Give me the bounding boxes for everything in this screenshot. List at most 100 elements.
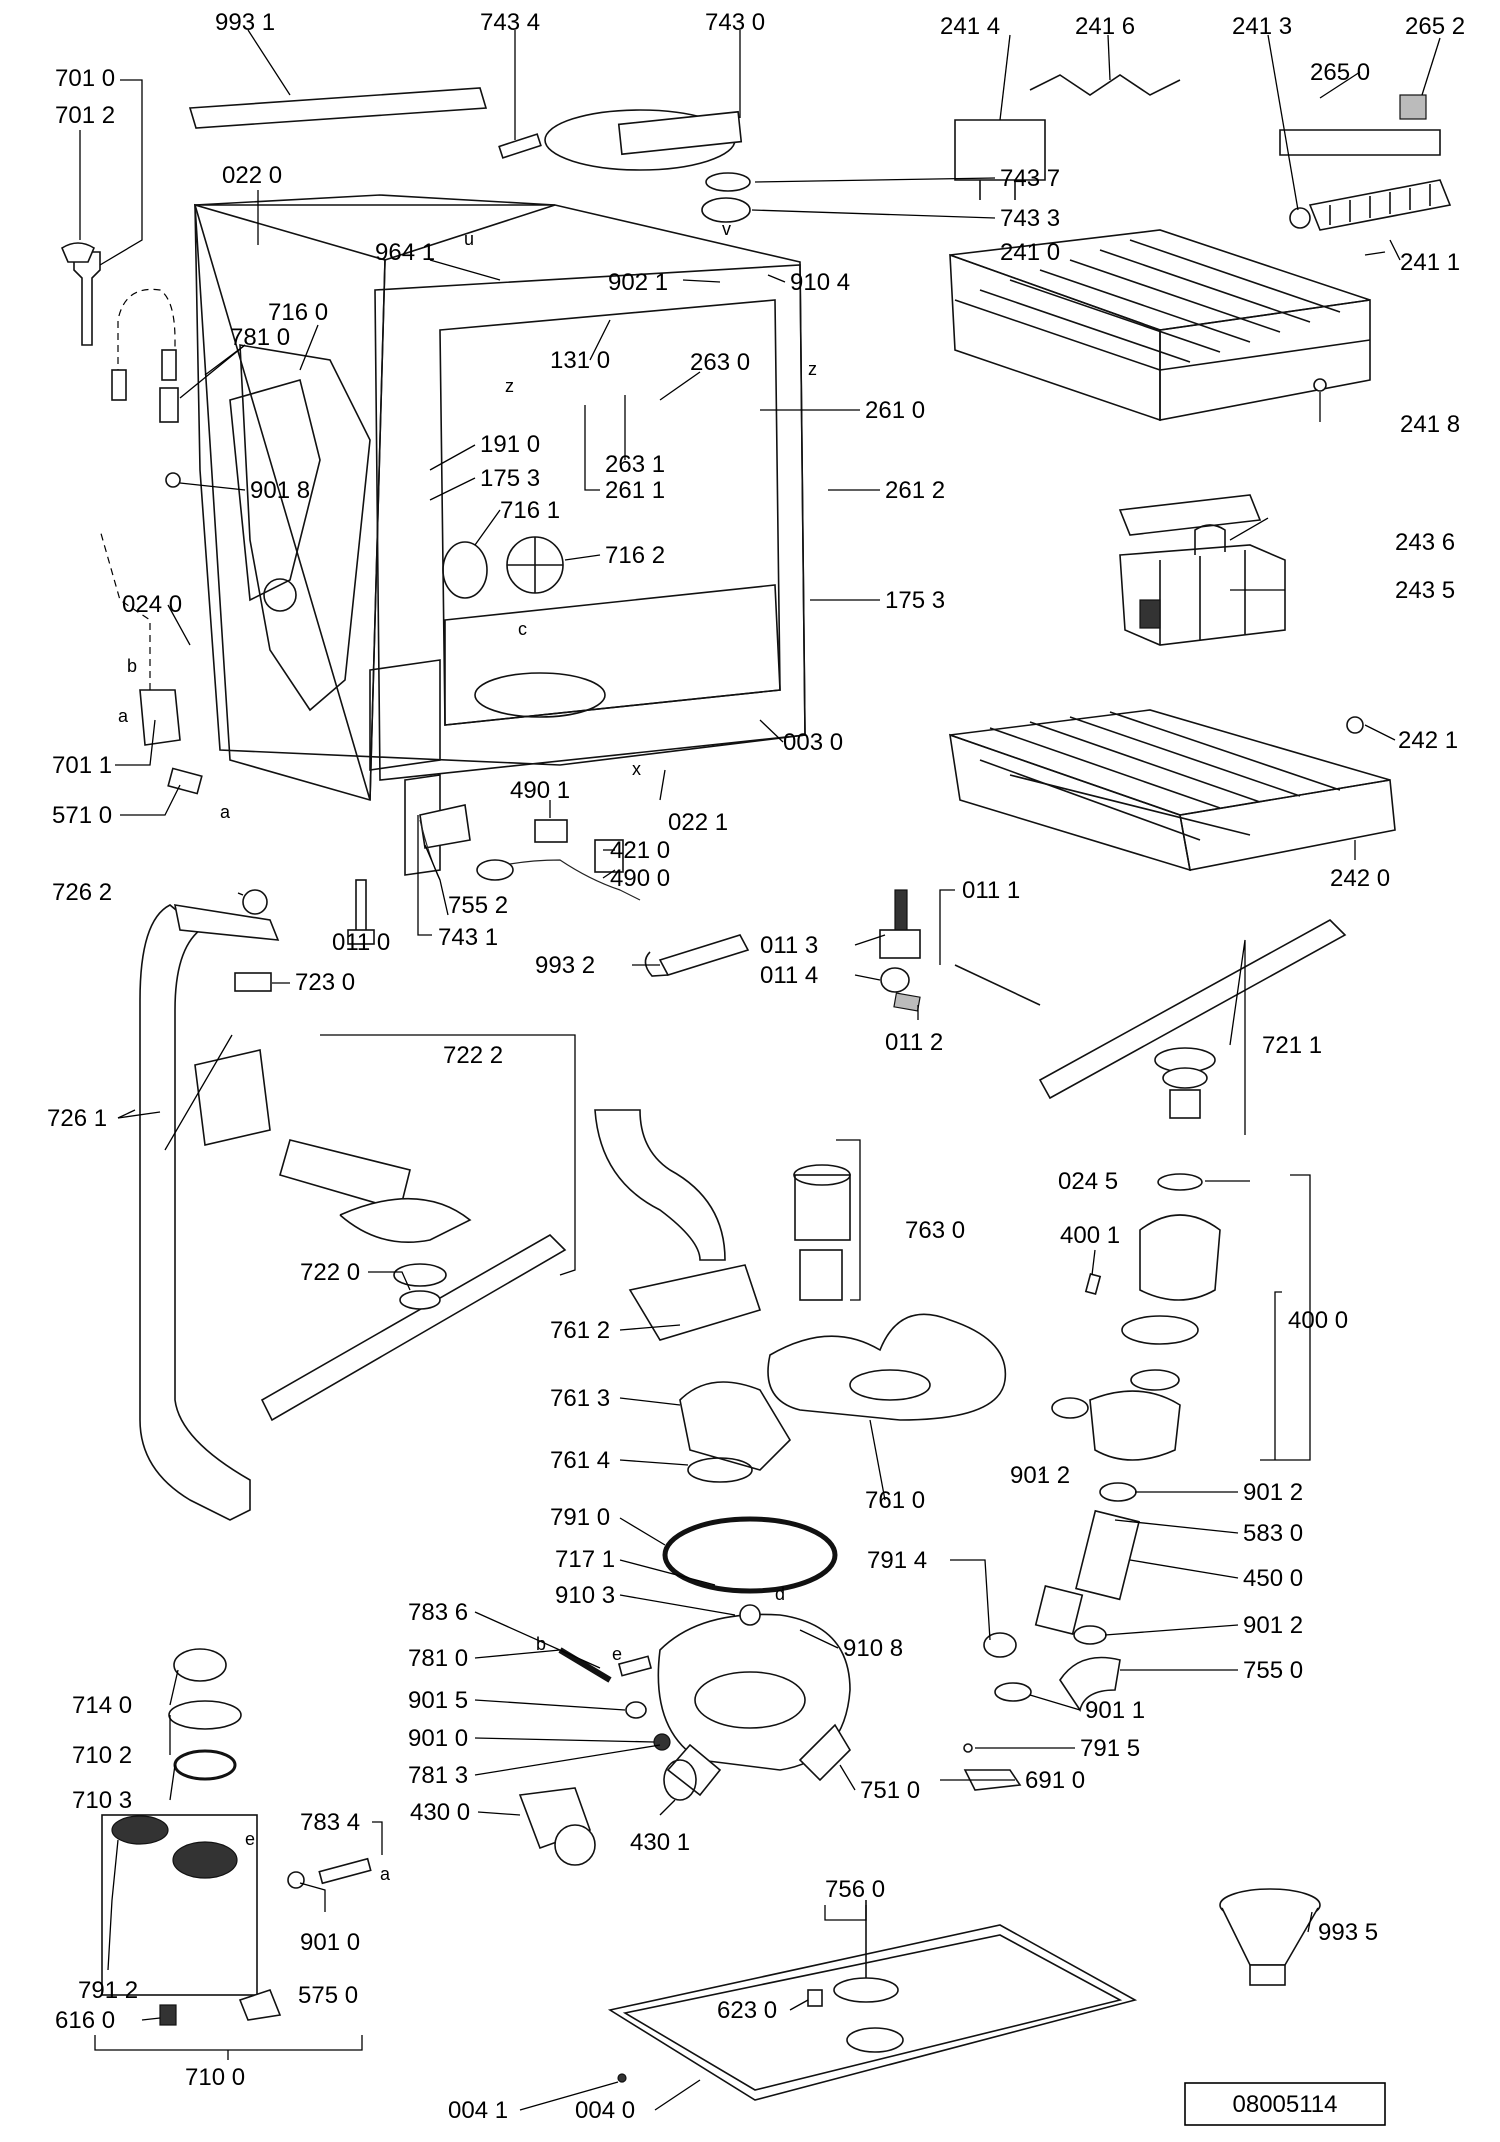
part-label: 783 6 bbox=[408, 1599, 468, 1626]
tube-part bbox=[117, 288, 176, 388]
marker-letter: a bbox=[220, 802, 231, 822]
clamp-ring-part bbox=[701, 197, 751, 223]
part-label: 701 1 bbox=[52, 752, 112, 779]
marker-letter: a bbox=[380, 1864, 391, 1884]
gasket-761-part bbox=[687, 1457, 753, 1483]
screw-head-part bbox=[347, 929, 375, 945]
spray-base-part bbox=[679, 1381, 792, 1471]
cutlery-basket-icon bbox=[1118, 494, 1286, 646]
part-label: 722 0 bbox=[300, 1259, 360, 1286]
drawing-layer bbox=[60, 74, 1452, 2101]
marker-letter: u bbox=[464, 229, 474, 249]
part-616-part bbox=[159, 2004, 177, 2026]
rack-hook-part bbox=[954, 119, 1046, 181]
screw-011-part bbox=[355, 879, 367, 936]
part-label: 011 4 bbox=[760, 962, 818, 989]
gasket-710-3-part bbox=[173, 1749, 237, 1781]
part-label: 004 0 bbox=[575, 2097, 635, 2124]
part-label: 583 0 bbox=[1243, 1520, 1303, 1547]
clamp-901-part bbox=[1099, 1482, 1137, 1502]
part-label: 761 4 bbox=[550, 1447, 610, 1474]
part-label: 241 0 bbox=[1000, 239, 1060, 266]
part-label: 755 2 bbox=[448, 892, 508, 919]
marker-letter: x bbox=[632, 759, 641, 779]
part-label: 901 8 bbox=[250, 477, 310, 504]
comb-part bbox=[1308, 179, 1452, 231]
part-labels: 993 1 743 4 743 0 241 4 241 6 241 3 265 … bbox=[47, 9, 1465, 2124]
part-label: 241 4 bbox=[940, 13, 1000, 40]
dispenser-well-part bbox=[172, 1841, 238, 1879]
spray-arm-icon bbox=[260, 1234, 567, 1422]
marker-letter: d bbox=[775, 1584, 785, 1604]
leader-lines bbox=[79, 29, 1441, 2111]
wire-basket-icon bbox=[949, 709, 1396, 872]
dispenser-well-part bbox=[111, 1815, 169, 1845]
part-label: 261 0 bbox=[865, 397, 925, 424]
funnel-icon bbox=[1219, 1888, 1321, 1986]
screw-part bbox=[165, 472, 181, 488]
nut-part bbox=[242, 889, 268, 915]
part-label: 901 5 bbox=[408, 1687, 468, 1714]
clamp-901-part bbox=[1073, 1625, 1107, 1645]
part-label: 763 0 bbox=[905, 1217, 965, 1244]
part-label: 721 1 bbox=[1262, 1032, 1322, 1059]
float-disc-part bbox=[846, 2027, 904, 2053]
spray-arm-icon bbox=[1038, 919, 1347, 1119]
marker-letter: e bbox=[245, 1829, 255, 1849]
part-label: 791 2 bbox=[78, 1977, 138, 2004]
part-label: 723 0 bbox=[295, 969, 355, 996]
part-label: 761 0 bbox=[865, 1487, 925, 1514]
small-clip-part bbox=[1084, 1273, 1102, 1295]
part-label: 901 2 bbox=[1010, 1462, 1070, 1489]
sensor-part bbox=[534, 819, 568, 843]
base-frame-part bbox=[607, 1924, 1138, 2101]
part-label: 743 7 bbox=[1000, 165, 1060, 192]
part-label: 241 1 bbox=[1400, 249, 1460, 276]
part-label: 755 0 bbox=[1243, 1657, 1303, 1684]
part-label: 743 0 bbox=[705, 9, 765, 36]
nut-723-part bbox=[234, 972, 272, 992]
part-label: 701 0 bbox=[55, 65, 115, 92]
part-label: 241 6 bbox=[1075, 13, 1135, 40]
valve-571-part bbox=[167, 767, 203, 795]
filter-plate-part bbox=[767, 1313, 1007, 1421]
part-label: 993 1 bbox=[215, 9, 275, 36]
filter-holder-part bbox=[628, 1264, 762, 1341]
part-label: 011 2 bbox=[885, 1029, 943, 1056]
clamp-901-part bbox=[994, 1682, 1032, 1702]
dispenser-710-part bbox=[101, 1814, 258, 1996]
part-label: 710 3 bbox=[72, 1787, 132, 1814]
filter-hole-part bbox=[849, 1369, 931, 1401]
part-label: 616 0 bbox=[55, 2007, 115, 2034]
screw-004-part bbox=[617, 2073, 627, 2083]
leveling-wheel-part bbox=[880, 967, 910, 993]
marker-letter: v bbox=[722, 219, 731, 239]
part-label: 710 0 bbox=[185, 2064, 245, 2091]
coarse-filter-part bbox=[794, 1174, 851, 1241]
dispenser-ring-710-2-part bbox=[168, 1700, 242, 1730]
coarse-filter-top-part bbox=[793, 1164, 851, 1186]
part-label: 691 0 bbox=[1025, 1767, 1085, 1794]
part-label: 571 0 bbox=[52, 802, 112, 829]
part-label: 022 1 bbox=[668, 809, 728, 836]
marker-letter: e bbox=[612, 1644, 622, 1664]
sump-751-part bbox=[657, 1613, 851, 1771]
part-label: 011 0 bbox=[332, 929, 390, 956]
part-label: 964 1 bbox=[375, 239, 435, 266]
part-label: 011 1 bbox=[962, 877, 1020, 904]
part-label: 430 0 bbox=[410, 1799, 470, 1826]
part-label: 791 5 bbox=[1080, 1735, 1140, 1762]
part-label: 901 2 bbox=[1243, 1612, 1303, 1639]
part-label: 263 1 bbox=[605, 451, 665, 478]
clamp-901-part bbox=[983, 1632, 1017, 1658]
part-label: 791 0 bbox=[550, 1504, 610, 1531]
hinge-part bbox=[419, 804, 471, 849]
fine-filter-part bbox=[799, 1249, 843, 1301]
hose-583-part bbox=[1034, 1585, 1084, 1635]
part-label: 175 3 bbox=[480, 465, 540, 492]
clamp-901-part bbox=[287, 1871, 305, 1889]
part-label: 901 2 bbox=[1243, 1479, 1303, 1506]
leveling-block-part bbox=[879, 929, 921, 959]
tube-781-part bbox=[558, 1647, 612, 1683]
